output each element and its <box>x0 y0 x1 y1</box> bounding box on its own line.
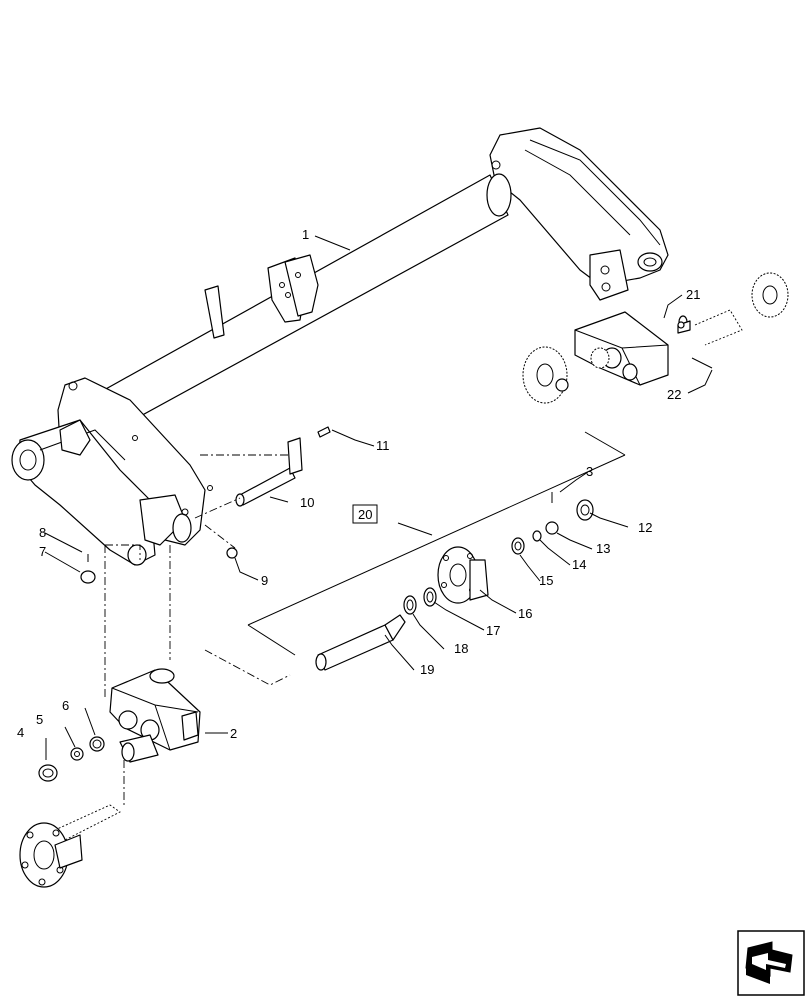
callout-7: 7 <box>39 544 46 559</box>
callout-13: 13 <box>596 541 610 556</box>
callout-9: 9 <box>261 573 268 588</box>
callout-20: 20 <box>358 507 372 522</box>
callout-11: 11 <box>376 438 390 453</box>
callout-6: 6 <box>62 698 69 713</box>
callout-12: 12 <box>638 520 652 535</box>
callout-16: 16 <box>518 606 532 621</box>
gearbox-assembly-upper-right <box>522 272 789 404</box>
callout-1: 1 <box>302 227 309 242</box>
axle-beam-assembly <box>11 127 669 566</box>
callout-17: 17 <box>486 623 500 638</box>
callout-19: 19 <box>420 662 434 677</box>
callout-4: 4 <box>17 725 24 740</box>
callout-3: 3 <box>586 464 593 479</box>
callout-22: 22 <box>667 387 681 402</box>
callout-21: 21 <box>686 287 700 302</box>
next-page-arrow-icon[interactable] <box>737 930 805 996</box>
pivot-housing <box>109 668 201 763</box>
callout-14: 14 <box>572 557 586 572</box>
callout-8: 8 <box>39 525 46 540</box>
callout-20-box <box>352 504 378 524</box>
callout-5: 5 <box>36 712 43 727</box>
callout-15: 15 <box>539 573 553 588</box>
washer-set-left <box>38 736 105 782</box>
wheel-hub-lower <box>19 804 121 888</box>
assembly-centerlines <box>104 454 291 808</box>
callout-2: 2 <box>230 726 237 741</box>
callout-labels: 1 2 3 4 5 6 7 8 9 10 11 12 13 14 15 16 1… <box>17 227 700 741</box>
callout-10: 10 <box>300 495 314 510</box>
snap-ring-4 <box>38 764 58 782</box>
hub-kit-20 <box>247 431 626 671</box>
callout-leaders <box>44 235 713 760</box>
callout-18: 18 <box>454 641 468 656</box>
